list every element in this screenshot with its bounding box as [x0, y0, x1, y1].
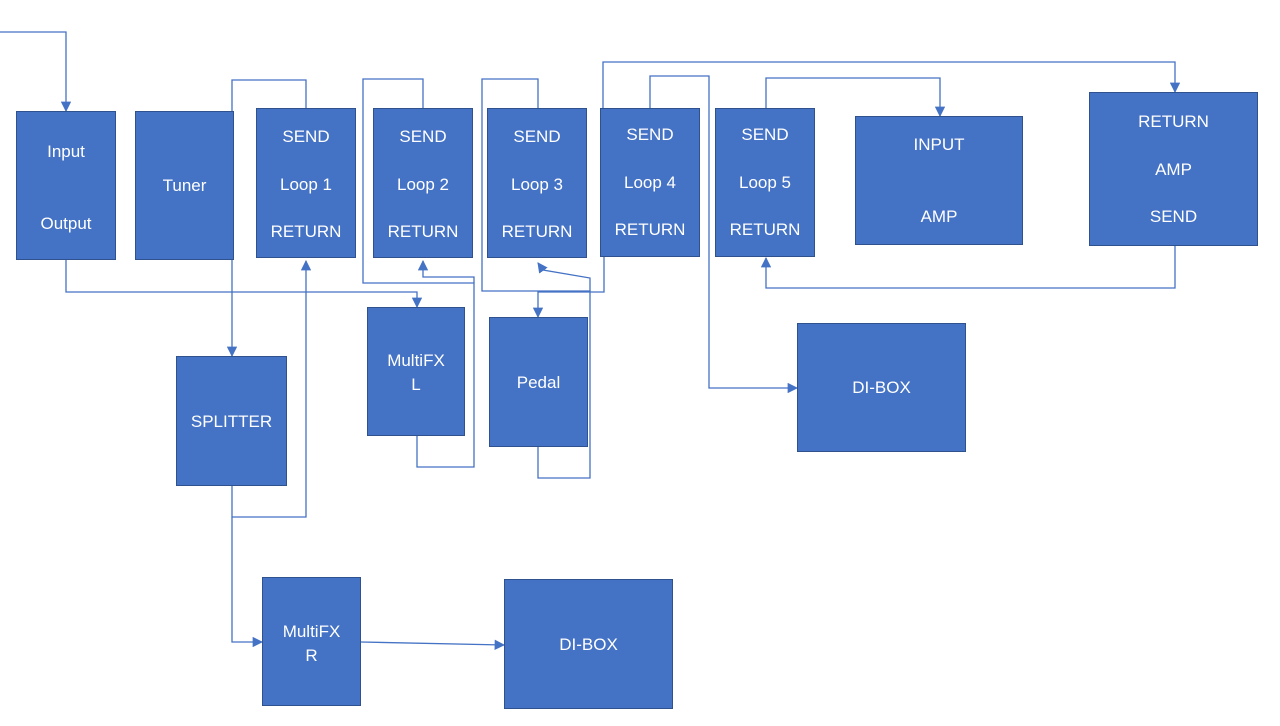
loop-1-box: SEND Loop 1 RETURN: [256, 108, 356, 258]
loop-4-send-label: SEND: [626, 125, 674, 144]
loop-5-send-label: SEND: [741, 125, 789, 144]
di-box-2: DI-BOX: [504, 579, 673, 709]
amp-fx-amp-label: AMP: [1155, 160, 1192, 179]
loop-5-return-label: RETURN: [729, 220, 801, 239]
wire-pedal-to-loop3-return: [537, 262, 591, 291]
loop-2-return-label: RETURN: [387, 222, 459, 241]
wire-loop4-to-amp-return: [602, 61, 1181, 108]
amp-input-label-input: INPUT: [913, 135, 965, 154]
amp-fx-loop-box: RETURN AMP SEND: [1089, 92, 1258, 246]
amp-fx-return-label: RETURN: [1138, 112, 1209, 131]
splitter-box: SPLITTER: [176, 356, 287, 486]
multifx-l-label-side: L: [411, 375, 421, 394]
pedal-label: Pedal: [516, 373, 561, 392]
amp-input-label-amp: AMP: [920, 207, 958, 226]
wire-multifx-r-to-di-box: [360, 639, 506, 651]
wire-output-to-multifx-l: [65, 260, 423, 309]
wire-loop4-return-to-pedal: [532, 257, 605, 319]
loop-2-box: SEND Loop 2 RETURN: [373, 108, 473, 258]
loop-3-send-label: SEND: [513, 127, 561, 146]
multifx-r-label-side: R: [305, 646, 318, 665]
tuner-label: Tuner: [162, 176, 207, 195]
loop-3-return-label: RETURN: [501, 222, 573, 241]
splitter-label: SPLITTER: [190, 412, 273, 431]
wire-guitar-to-input: [0, 31, 72, 113]
input-output-label-input: Input: [47, 142, 85, 161]
di-box-2-label: DI-BOX: [559, 635, 618, 654]
loop-4-return-label: RETURN: [614, 220, 686, 239]
di-box-1: DI-BOX: [797, 323, 966, 452]
wire-loop4-send-to-di-box: [649, 75, 799, 394]
loop-1-name-label: Loop 1: [280, 175, 332, 194]
input-output-label-output: Output: [40, 214, 92, 233]
multifx-l-box: MultiFX L: [367, 307, 465, 436]
amp-input-box: INPUT AMP: [855, 116, 1023, 245]
loop-5-box: SEND Loop 5 RETURN: [715, 108, 815, 257]
loop-4-box: SEND Loop 4 RETURN: [600, 108, 700, 257]
loop-2-send-label: SEND: [399, 127, 447, 146]
tuner-box: Tuner: [135, 111, 234, 260]
wire-loop2-send: [362, 78, 475, 468]
loop-3-box: SEND Loop 3 RETURN: [487, 108, 587, 258]
amp-fx-send-label: SEND: [1149, 207, 1198, 226]
loop-2-name-label: Loop 2: [397, 175, 449, 194]
loop-1-send-label: SEND: [282, 127, 330, 146]
di-box-1-label: DI-BOX: [852, 378, 911, 397]
wire-splitter-to-loop1-return: [231, 259, 312, 518]
wire-multifx-l-to-loop2-return: [417, 259, 475, 283]
input-output-box: Input Output: [16, 111, 116, 260]
wire-loop5-send-to-amp-input: [765, 77, 946, 118]
loop-4-name-label: Loop 4: [624, 173, 676, 192]
multifx-r-box: MultiFX R: [262, 577, 361, 706]
pedal-box: Pedal: [489, 317, 588, 447]
loop-1-return-label: RETURN: [270, 222, 342, 241]
wire-splitter-to-multifx-r: [231, 517, 264, 648]
wire-amp-send-to-loop5-return: [760, 246, 1176, 289]
wire-loop3-send: [481, 78, 591, 479]
multifx-l-label-name: MultiFX: [387, 351, 445, 370]
multifx-r-label-name: MultiFX: [282, 622, 341, 641]
loop-3-name-label: Loop 3: [511, 175, 563, 194]
loop-5-name-label: Loop 5: [739, 173, 791, 192]
